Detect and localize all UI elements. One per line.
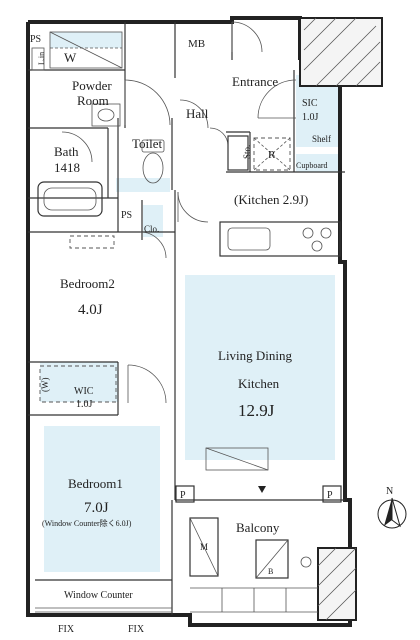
balcony-drain <box>300 556 312 568</box>
label-m-unit: M <box>200 542 208 552</box>
label-ldk-1: Living Dining <box>218 348 293 363</box>
linen-cabinet <box>31 47 45 71</box>
wic-floor <box>40 362 118 402</box>
label-bedroom1-size: 7.0J <box>84 500 109 516</box>
label-ldk-size: 12.9J <box>238 401 275 420</box>
ldk-floor <box>185 275 335 460</box>
label-fix-left: FIX <box>58 624 75 635</box>
outer-wall <box>26 16 352 627</box>
closet-floor <box>143 205 163 237</box>
north-arrow-icon: N <box>377 486 407 529</box>
shaft-hatch <box>303 17 381 87</box>
label-cupboard: Cupboard <box>296 161 328 170</box>
label-pipe-right: P <box>327 490 333 501</box>
bedroom1-floor <box>44 426 160 572</box>
label-wic-w: (W) <box>40 378 50 393</box>
label-bedroom2-size: 4.0J <box>78 302 103 318</box>
label-bath-size: 1418 <box>54 160 80 175</box>
label-balcony: Balcony <box>236 520 280 535</box>
ldk-hatched-feature <box>205 447 269 471</box>
label-north: N <box>386 486 393 497</box>
label-powder-room-1: Powder <box>72 78 112 93</box>
label-b-unit: B <box>268 567 273 576</box>
label-sic: SIC <box>302 98 318 109</box>
wic-dashed <box>39 365 117 403</box>
label-closet: Clo. <box>144 224 159 234</box>
label-ldk-2: Kitchen <box>238 376 280 391</box>
label-kitchen: (Kitchen 2.9J) <box>234 192 308 207</box>
label-bedroom2: Bedroom2 <box>60 276 115 291</box>
toilet-fixture <box>141 139 165 184</box>
label-ps-top: PS <box>30 34 41 45</box>
label-bath: Bath <box>54 144 79 159</box>
label-window-counter: Window Counter <box>64 590 133 601</box>
bath-edge-floor <box>116 178 170 192</box>
shaft-block <box>299 17 383 87</box>
cupboard-floor <box>296 154 342 172</box>
laundry-floor <box>50 32 122 48</box>
label-sic-size: 1.0J <box>302 112 319 123</box>
label-washer: W <box>64 50 77 65</box>
label-fix-right: FIX <box>128 624 145 635</box>
label-storage: Sto. <box>242 145 252 159</box>
label-hall: Hall <box>186 106 209 121</box>
vanity-sink <box>91 103 121 127</box>
balcony-rail <box>190 587 318 613</box>
label-refrigerator: R <box>268 149 276 161</box>
pipe-right-box <box>322 485 342 503</box>
boiler-diag <box>255 539 289 579</box>
interior-walls <box>28 22 345 615</box>
label-bedroom1-note: (Window Counter除く6.0J) <box>42 518 132 528</box>
label-bedroom1: Bedroom1 <box>68 476 123 491</box>
label-wic: WIC <box>74 386 94 397</box>
pipe-left-box <box>175 485 195 503</box>
label-entrance: Entrance <box>232 74 278 89</box>
aircon-unit <box>189 517 219 577</box>
label-pipe-left: P <box>180 490 186 501</box>
label-mb: MB <box>188 38 205 50</box>
label-ps-mid: PS <box>121 210 132 221</box>
entry-arrow-icon <box>258 486 266 493</box>
storage-cabinet <box>227 135 249 171</box>
kitchen-counter <box>219 221 341 257</box>
label-powder-room-2: Room <box>77 93 109 108</box>
laundry-fixture <box>49 31 123 69</box>
bathtub <box>37 181 103 217</box>
bedroom2-dashed <box>69 235 115 249</box>
ldk-feature-diag <box>205 447 269 471</box>
balcony-shaft-hatch <box>317 547 357 621</box>
boiler-unit <box>255 539 289 579</box>
label-toilet: Toilet <box>132 136 163 151</box>
label-linen: L.in <box>37 52 46 65</box>
refrigerator-space <box>253 137 291 171</box>
label-shelf: Shelf <box>312 134 331 144</box>
aircon-diag <box>189 517 219 577</box>
label-wic-size: 1.0J <box>76 399 93 410</box>
